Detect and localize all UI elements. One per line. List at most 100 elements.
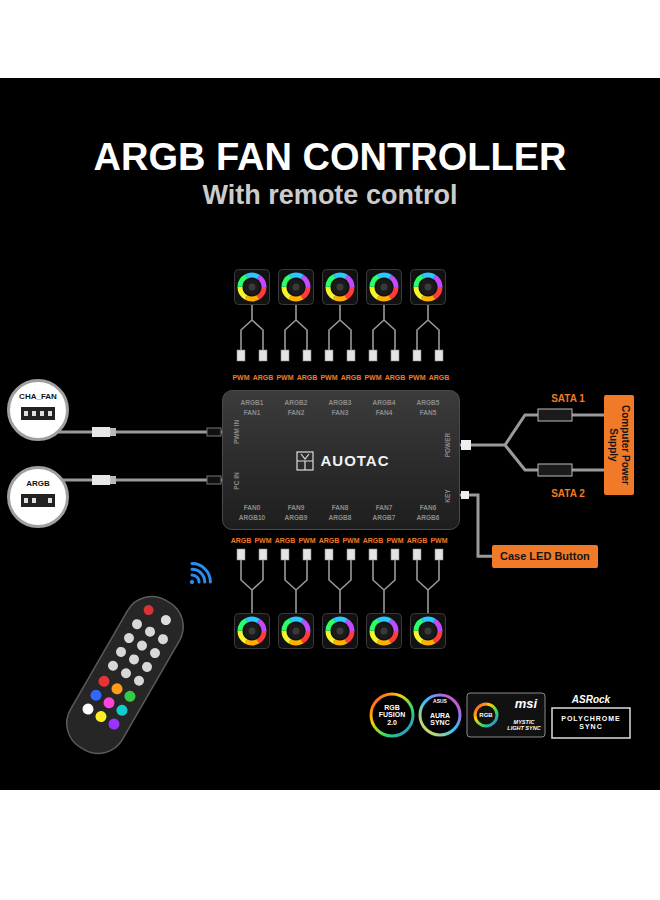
port-label: PWM (298, 537, 315, 545)
fan-top (411, 270, 446, 305)
logo-text: AURA SYNC (428, 712, 452, 727)
remote-control (57, 586, 194, 763)
port-name: ARGB5 (417, 399, 440, 406)
fan-connector (259, 549, 267, 560)
port-label: ARGB (429, 374, 450, 382)
port-label: PWM (386, 537, 403, 545)
cable-plug (461, 440, 471, 450)
fan-connector (237, 350, 245, 361)
callout-circle (32, 411, 36, 416)
port-name: PWM IN (233, 420, 240, 444)
logo-text: ASRock (572, 694, 610, 705)
brand-logos (420, 695, 460, 735)
callout-circle (48, 411, 52, 416)
remote-control (148, 646, 162, 660)
sata-connector (538, 409, 572, 476)
remote-control (122, 689, 137, 704)
remote-control (135, 639, 149, 653)
port-name: PC IN (233, 472, 240, 489)
connector-label: SATA 2 (551, 488, 585, 499)
port-label: ARGB (253, 374, 274, 382)
fan-connector (281, 549, 289, 560)
fan-connector (413, 549, 421, 560)
fan-bottom (235, 614, 270, 649)
port-name: ARGB7 (373, 514, 396, 521)
callout-circle (40, 411, 44, 416)
node-label: Computer Power Supply (607, 399, 631, 491)
wireless-icon (189, 579, 195, 585)
remote-control (143, 625, 157, 639)
brand-logo (297, 452, 313, 470)
brand-logos (475, 704, 497, 726)
port-label: PWM (320, 374, 337, 382)
port-label: PWM (254, 537, 271, 545)
callout-circle (7, 379, 69, 441)
port-label: PWM (232, 374, 249, 382)
port-label: PWM (342, 537, 359, 545)
port-name: FAN4 (376, 409, 393, 416)
cable-plug (207, 428, 221, 436)
port-name: FAN3 (332, 409, 349, 416)
fan-connector (347, 350, 355, 361)
logo-text: RGB (479, 712, 492, 719)
port-name: ARGB10 (239, 514, 265, 521)
cable (62, 479, 222, 482)
fan-connector (369, 350, 377, 361)
remote-control (106, 617, 170, 687)
remote-control (122, 631, 136, 645)
callout-circle (7, 466, 69, 528)
port-name: FAN5 (420, 409, 437, 416)
subtitle: With remote control (203, 181, 458, 211)
fan-wire (241, 305, 263, 350)
fan-connector (347, 549, 355, 560)
fan-wire (285, 560, 307, 613)
callout-circle (24, 411, 28, 416)
remote-control (142, 603, 156, 617)
cable-plug (110, 476, 116, 484)
port-label: ARGB (319, 537, 340, 545)
port-label: ARGB (231, 537, 252, 545)
fan-bottom (367, 614, 402, 649)
brand-logos (371, 693, 630, 738)
fan-bottom (323, 614, 358, 649)
port-name: ARGB8 (329, 514, 352, 521)
node-label: ARGB (26, 479, 50, 488)
logo-text: ASUS (433, 699, 447, 705)
fan-connector (303, 549, 311, 560)
fan-connector (391, 549, 399, 560)
port-label: PWM (364, 374, 381, 382)
fan-top (235, 270, 270, 305)
header-callout: CHA_FAN (7, 379, 69, 441)
fan-connector (325, 350, 333, 361)
port-name: FAN6 (420, 504, 437, 511)
cable (460, 495, 492, 556)
fan-wire (329, 560, 351, 613)
logo-text: MYSTIC LIGHT SYNC (506, 719, 542, 731)
brand-logo (296, 451, 314, 471)
background-panel (0, 78, 660, 790)
node-label: CHA_FAN (19, 392, 57, 401)
power-supply-box: Computer Power Supply (604, 395, 634, 495)
port-name: FAN2 (288, 409, 305, 416)
port-label: ARGB (385, 374, 406, 382)
callout-circle (9, 468, 68, 527)
port-label: ARGB (297, 374, 318, 382)
fan-wire (285, 305, 307, 350)
cable-plug (92, 427, 110, 437)
callout-circle (24, 498, 28, 503)
port-label: ARGB (341, 374, 362, 382)
header-callout: ARGB (7, 466, 69, 528)
fan-connector (391, 350, 399, 361)
port-name: FAN1 (244, 409, 261, 416)
fan-wire (241, 560, 263, 613)
remote-control (57, 586, 194, 763)
fan-wire (329, 305, 351, 350)
wireless-icon (181, 560, 214, 593)
button-box: Case LED Button (492, 545, 598, 568)
logo-text: POLYCHROME SYNC (556, 715, 626, 730)
fan-connector (413, 350, 421, 361)
cable-plug (92, 475, 110, 485)
